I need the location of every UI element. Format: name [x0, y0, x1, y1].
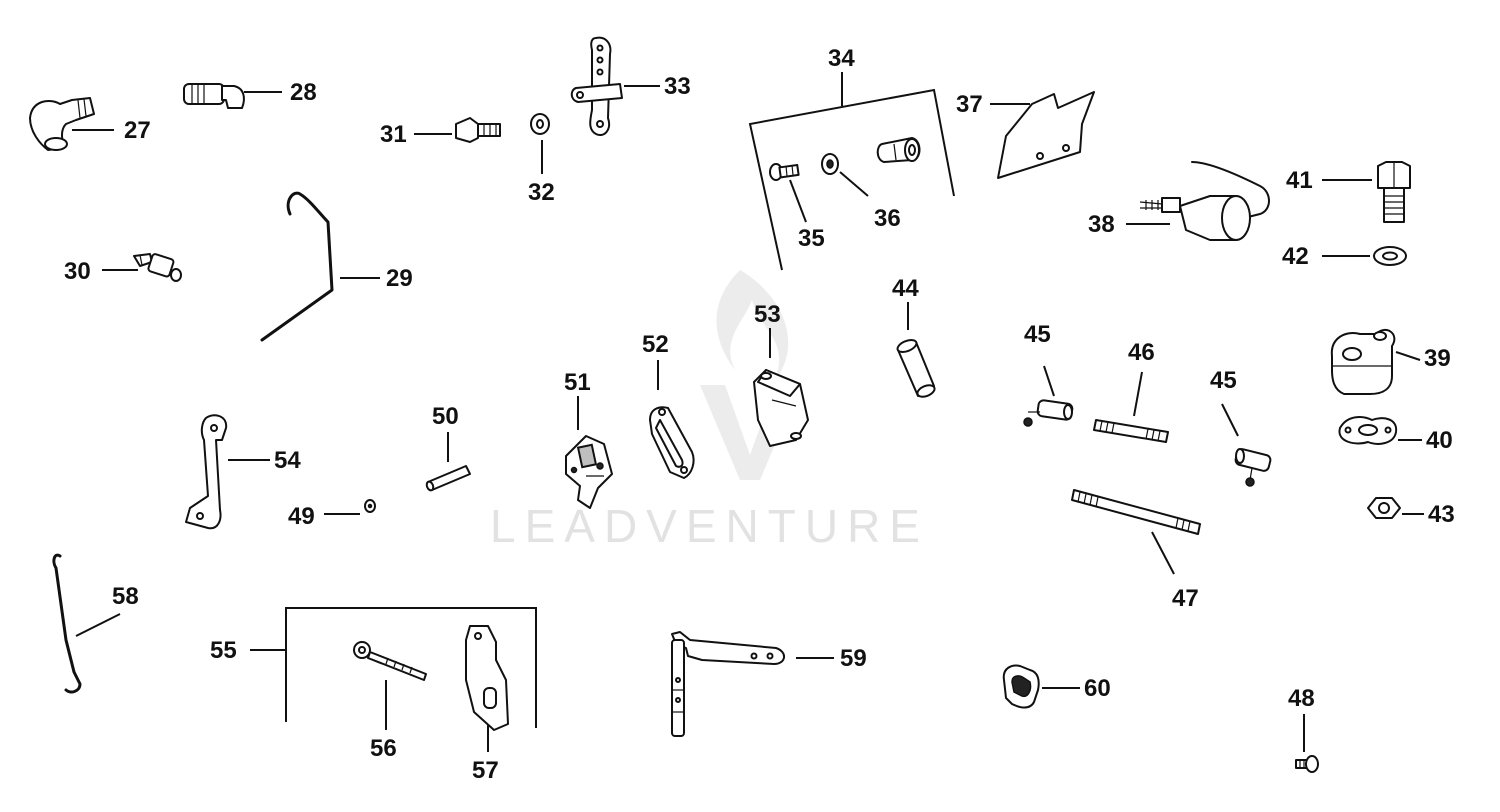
leader-35	[789, 179, 807, 223]
callout-46: 46	[1128, 339, 1155, 366]
part-42-washer	[1373, 246, 1407, 266]
callout-39: 39	[1424, 345, 1451, 372]
part-49-small-nut	[364, 499, 376, 513]
callout-27: 27	[124, 117, 151, 144]
callout-48: 48	[1288, 685, 1315, 712]
part-40-gasket	[1338, 416, 1398, 445]
bracket-34	[748, 88, 955, 271]
callout-33: 33	[664, 73, 691, 100]
part-32-washer	[530, 113, 550, 135]
callout-41: 41	[1286, 167, 1313, 194]
callout-42: 42	[1282, 243, 1309, 270]
callout-30: 30	[64, 258, 91, 285]
callout-49: 49	[288, 503, 315, 530]
callout-34: 34	[828, 45, 855, 72]
callout-54: 54	[274, 447, 301, 474]
callout-35: 35	[798, 225, 825, 252]
callout-28: 28	[290, 79, 317, 106]
part-56-eye-bolt	[353, 641, 427, 681]
leader-46	[1133, 371, 1143, 417]
watermark-text: LEADVENTURE	[490, 500, 929, 552]
callout-36: 36	[874, 205, 901, 232]
part-47-long-stud	[1071, 489, 1201, 535]
callout-56: 56	[370, 735, 397, 762]
callout-37: 37	[956, 91, 983, 118]
part-41-bolt	[1377, 161, 1411, 223]
part-37-plate-bracket	[997, 91, 1095, 179]
part-45-ball-joint-right	[1234, 448, 1272, 487]
part-35-screw	[769, 163, 800, 181]
part-43-hex-nut	[1367, 497, 1401, 519]
callout-55: 55	[210, 637, 237, 664]
callout-29: 29	[386, 265, 413, 292]
part-57-plate	[465, 625, 509, 731]
part-59-throttle-lever	[671, 631, 785, 737]
bracket-55	[285, 607, 537, 728]
callout-47: 47	[1172, 585, 1199, 612]
leader-45a	[1043, 365, 1055, 397]
part-52-gasket	[649, 406, 695, 479]
leader-39	[1395, 351, 1421, 361]
part-53-heat-shield	[753, 369, 809, 447]
part-30-fitting	[133, 253, 182, 282]
part-28-elbow-fitting	[183, 83, 245, 109]
watermark-logo	[700, 270, 800, 480]
part-38-solenoid	[1139, 161, 1270, 241]
callout-38: 38	[1088, 211, 1115, 238]
part-29-bent-rod	[260, 191, 334, 342]
callout-52: 52	[642, 331, 669, 358]
callout-59: 59	[840, 645, 867, 672]
part-34-bushing	[876, 137, 921, 163]
leader-45b	[1221, 403, 1239, 437]
callout-45b: 45	[1210, 367, 1237, 394]
part-60-grommet	[1002, 664, 1040, 709]
part-44-hose-sleeve	[896, 339, 936, 398]
part-58-bent-rod	[52, 553, 82, 694]
callout-32: 32	[528, 179, 555, 206]
part-45-ball-joint-left	[1023, 399, 1074, 427]
leader-58	[75, 613, 121, 637]
leader-36	[839, 171, 869, 197]
part-48-screw	[1295, 755, 1319, 773]
callout-40: 40	[1426, 427, 1453, 454]
part-31-bolt	[455, 117, 501, 143]
part-36-washer	[821, 153, 839, 175]
callout-50: 50	[432, 403, 459, 430]
leader-47	[1151, 531, 1175, 575]
part-27-elbow-fitting	[29, 97, 95, 151]
callout-31: 31	[380, 121, 407, 148]
callout-45a: 45	[1024, 321, 1051, 348]
callout-57: 57	[472, 757, 499, 784]
callout-58: 58	[112, 583, 139, 610]
part-54-bracket	[185, 414, 228, 530]
part-39-housing	[1330, 328, 1396, 395]
part-33-lever-arm	[570, 36, 623, 136]
callout-44: 44	[892, 275, 919, 302]
callout-60: 60	[1084, 675, 1111, 702]
part-51-choke-bracket	[565, 435, 613, 509]
callout-43: 43	[1428, 501, 1455, 528]
callout-53: 53	[754, 301, 781, 328]
part-50-pin	[425, 465, 471, 492]
callout-51: 51	[564, 369, 591, 396]
part-46-stud	[1093, 419, 1169, 443]
